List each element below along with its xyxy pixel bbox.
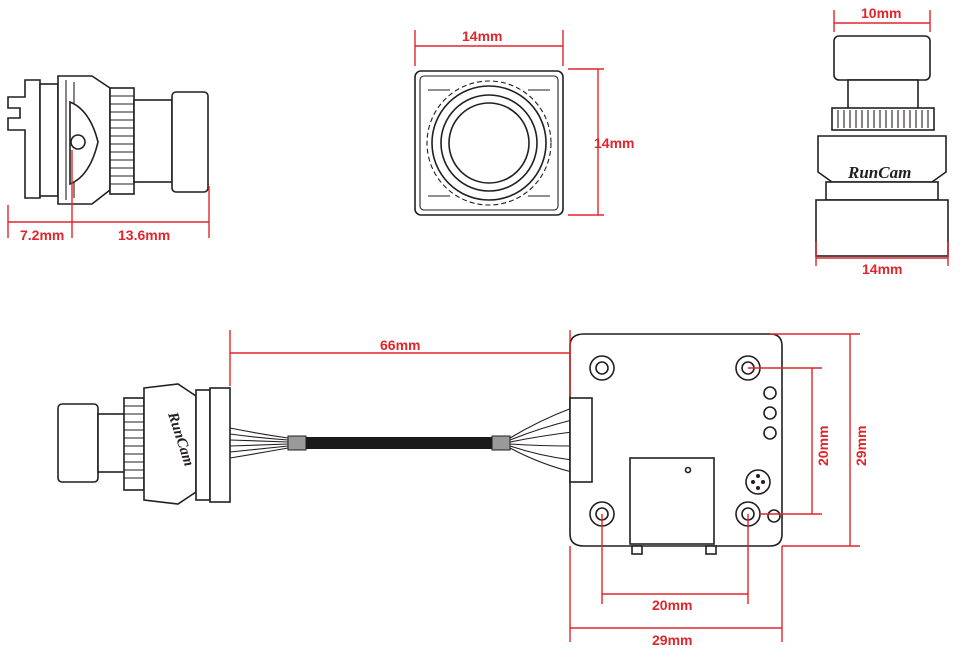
side-screw-hole	[70, 134, 86, 150]
assembly-connector	[569, 397, 593, 483]
assembly-pad	[763, 426, 777, 440]
assembly-mount-block	[195, 389, 211, 501]
side-lens-barrel	[133, 99, 173, 183]
side-knurl-ticks	[110, 95, 134, 185]
top-lens-cap	[833, 35, 931, 81]
side-dim-back: 7.2mm	[20, 227, 64, 243]
assembly-microphone	[745, 469, 771, 495]
assembly-pad	[767, 509, 781, 523]
assembly-lens-cap	[57, 403, 99, 483]
assembly-pad	[763, 386, 777, 400]
assembly-wire-fan-left	[229, 427, 289, 459]
assembly-back-plate	[209, 387, 231, 503]
top-dim-body: 14mm	[862, 261, 902, 277]
top-lens-barrel	[847, 79, 919, 111]
assembly-dim-cable: 66mm	[380, 337, 420, 353]
top-dim-lens: 10mm	[861, 5, 901, 21]
front-dim-height: 14mm	[594, 135, 634, 151]
front-view: 14mm 14mm	[414, 28, 634, 216]
front-lens-inner	[448, 102, 530, 184]
top-brand-logo: RunCam	[847, 163, 911, 182]
assembly-dim-holes-h: 20mm	[652, 597, 692, 613]
assembly-dim-height: 29mm	[853, 426, 869, 466]
side-view: 7.2mm 13.6mm	[7, 75, 210, 243]
front-dim-width: 14mm	[462, 28, 502, 44]
top-mount-block	[825, 181, 939, 201]
assembly-cable	[306, 437, 492, 449]
assembly-dim-width: 29mm	[652, 632, 692, 648]
side-back-plate	[7, 79, 41, 199]
front-gear-teeth	[426, 80, 552, 206]
assembly-wire-fan-right	[509, 407, 573, 473]
side-lens-cap	[171, 91, 209, 193]
assembly-heatshrink-left	[287, 435, 307, 451]
top-knurl-ring	[831, 107, 935, 131]
side-dim-length: 13.6mm	[118, 227, 170, 243]
assembly-dim-holes-v: 20mm	[815, 426, 831, 466]
assembly-pad	[763, 406, 777, 420]
top-back-plate	[815, 199, 949, 257]
assembly-lens-barrel	[97, 413, 127, 473]
assembly-heatshrink-right	[491, 435, 511, 451]
assembly-view: RunCam	[57, 330, 869, 648]
top-view: RunCam 10mm 14mm	[815, 5, 949, 277]
side-mount-block	[39, 83, 59, 197]
assembly-chip	[629, 457, 715, 545]
assembly-knurl-ring	[123, 397, 145, 491]
